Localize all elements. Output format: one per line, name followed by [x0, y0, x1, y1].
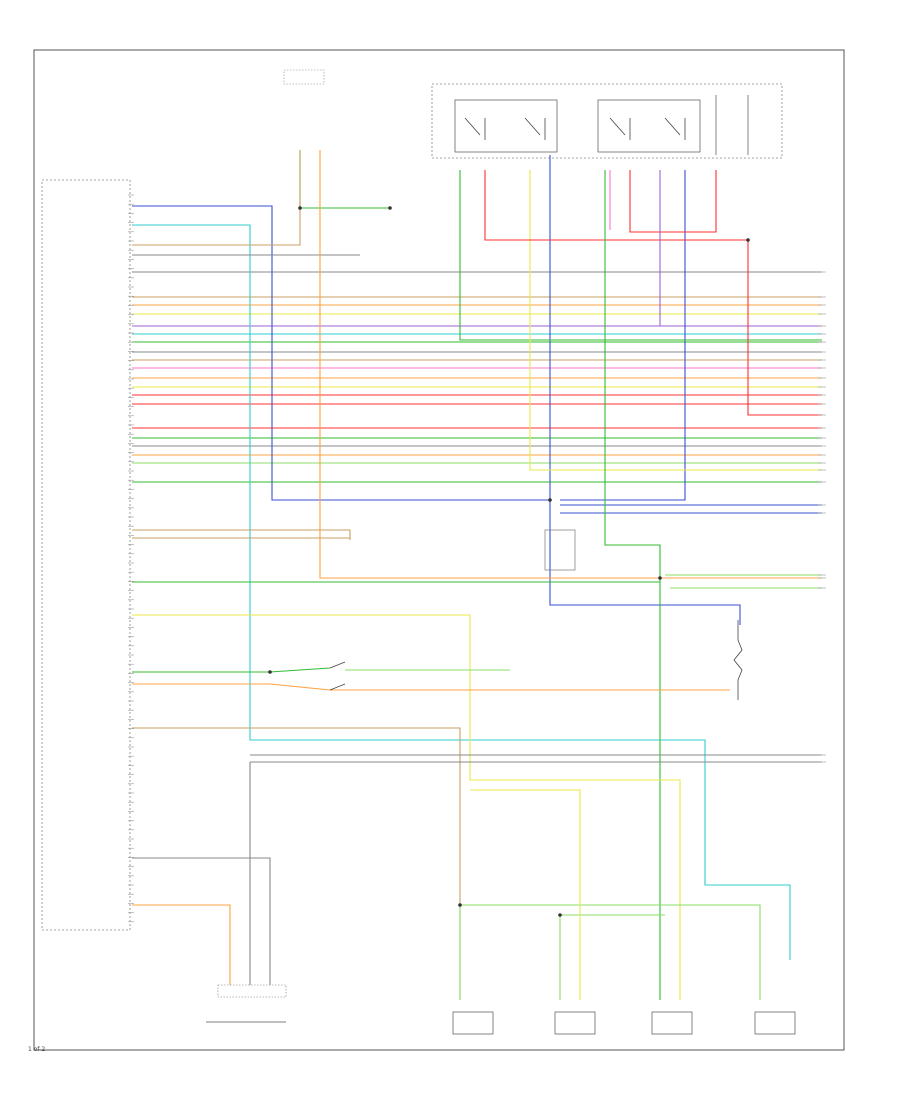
injector-box-1 — [452, 1011, 494, 1035]
green-wire-mid — [459, 170, 822, 341]
relay-left-contacts — [464, 117, 546, 140]
splice-dots — [268, 206, 750, 917]
lightgreen-injectors — [459, 904, 761, 1000]
injector-box-2 — [554, 1011, 596, 1035]
cyan-wire — [132, 224, 791, 960]
splice-dot — [388, 206, 392, 210]
splice-dot — [268, 670, 272, 674]
power-distribution-box — [431, 83, 783, 159]
wire-group — [132, 150, 822, 1000]
injector-box-4 — [754, 1011, 796, 1035]
splice-dot — [658, 576, 662, 580]
grey-pcm-low — [132, 857, 271, 985]
splice-dot — [458, 903, 462, 907]
right-sensor-symbol — [733, 620, 743, 700]
green-wire-top — [299, 150, 390, 209]
green-pcm-switch — [132, 667, 331, 673]
tan-pcm-mid — [132, 529, 351, 540]
pcm-connector-block — [41, 179, 131, 931]
diagram-frame — [33, 49, 845, 1051]
bottom-left-connector — [217, 984, 287, 998]
red-wire-relay2 — [629, 170, 717, 233]
splice-dot — [548, 498, 552, 502]
injector-box-3 — [651, 1011, 693, 1035]
page-number: 1 of 2 — [28, 1046, 46, 1053]
yellow-pcm-ac — [132, 614, 681, 1000]
relay-left-box — [454, 99, 558, 153]
mid-junction-box — [544, 529, 576, 571]
tan-pcm-bottom — [132, 727, 461, 1000]
top-sensor-connector — [283, 69, 325, 85]
pcm-pin-ticks — [128, 194, 134, 923]
green-wire-long — [604, 170, 661, 1000]
orange-wire-long — [319, 150, 822, 579]
lightgreen-injectors2 — [559, 914, 665, 1000]
yellow-wire-mid — [529, 170, 822, 471]
splice-dot — [298, 206, 302, 210]
splice-dot — [558, 913, 562, 917]
mid-switch-symbol — [329, 661, 346, 691]
yellow-inj-2 — [470, 789, 581, 1000]
orange-pcm-low — [132, 904, 231, 985]
blue-wire-right — [560, 170, 686, 501]
right-terminal-ticks — [818, 271, 826, 763]
orange-pcm-switch — [132, 683, 730, 691]
splice-dot — [746, 238, 750, 242]
blue-wire-main — [132, 205, 741, 625]
relay-right-box — [597, 99, 701, 153]
tan-wire-top — [132, 150, 301, 246]
relay-right-contacts — [609, 117, 686, 140]
